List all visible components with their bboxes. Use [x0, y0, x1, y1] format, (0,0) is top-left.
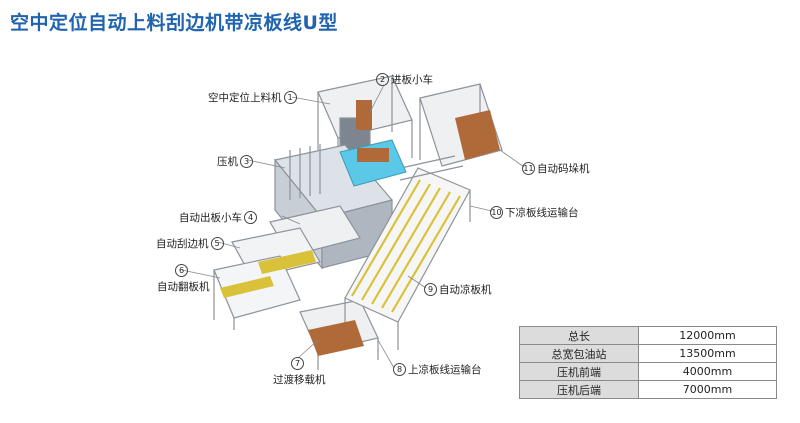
callout-flipper-num: 6	[175, 264, 188, 277]
spec-key: 压机前端	[519, 362, 639, 381]
spec-key: 总长	[519, 326, 639, 345]
spec-row: 总宽包油站 13500mm	[519, 344, 777, 363]
callout-flipper: 自动翻板机	[157, 281, 210, 293]
spec-value: 7000mm	[638, 380, 777, 399]
spec-row: 压机前端 4000mm	[519, 362, 777, 381]
spec-table: 总长 12000mm 总宽包油站 13500mm 压机前端 4000mm 压机后…	[519, 326, 777, 399]
spec-key: 总宽包油站	[519, 344, 639, 363]
spec-value: 13500mm	[638, 344, 777, 363]
callout-transfer-num: 7	[291, 357, 304, 370]
spec-value: 12000mm	[638, 326, 777, 345]
page-title: 空中定位自动上料刮边机带凉板线U型	[10, 12, 338, 34]
callout-transfer: 过渡移载机	[273, 374, 326, 386]
spec-row: 压机后端 7000mm	[519, 380, 777, 399]
spec-value: 4000mm	[638, 362, 777, 381]
spec-key: 压机后端	[519, 380, 639, 399]
spec-row: 总长 12000mm	[519, 326, 777, 345]
